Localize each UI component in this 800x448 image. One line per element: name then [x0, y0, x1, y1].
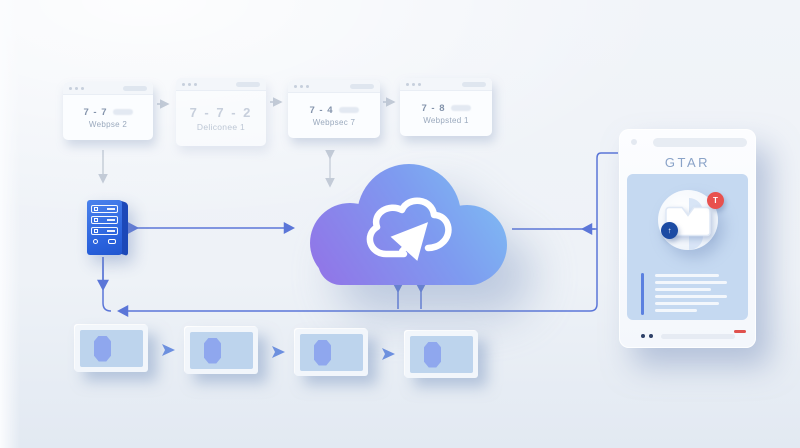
card-name: Webpsted 1 [423, 115, 469, 125]
card-name: Webpse 2 [88, 119, 128, 129]
cloud-icon [310, 164, 507, 285]
card-number: 7 - 8 [421, 102, 446, 114]
nav-dot [649, 334, 653, 338]
hexagon-icon [314, 339, 331, 366]
port-icon [108, 239, 116, 244]
address-pill [236, 81, 260, 87]
window-dots-icon [182, 82, 197, 86]
server-rack-row [91, 227, 118, 235]
asset-card-4 [405, 331, 478, 378]
camera-icon [631, 139, 637, 145]
arrow-bcard3-to-bcard4 [382, 348, 395, 360]
window-dots-icon [69, 86, 84, 90]
asset-card-2 [185, 327, 258, 374]
card-name: Deliconee 1 [196, 122, 246, 132]
line-server-to-bus [102, 257, 112, 312]
value-pill [338, 107, 359, 113]
app-title: GTAR [664, 155, 711, 170]
card-name: Webpsec 7 [312, 117, 356, 127]
arrow-bcard1-to-bcard2 [162, 344, 175, 356]
accent-bar [641, 273, 644, 315]
card-number: 7 - 7 - 2 [189, 105, 253, 120]
card-number: 7 - 4 [309, 104, 334, 116]
upload-badge: ↑ [661, 222, 678, 239]
card-number: 7 - 7 [83, 106, 108, 118]
address-pill [123, 85, 147, 91]
speaker-bar [653, 138, 747, 147]
browser-card-3: 7 - 4 Webpsec 7 [288, 80, 380, 138]
home-bar [661, 334, 735, 339]
server-rack-row [91, 205, 118, 213]
asset-card-1 [75, 325, 148, 372]
hexagon-icon [204, 337, 221, 364]
window-dots-icon [406, 82, 421, 86]
browser-card-titlebar [63, 82, 153, 95]
browser-card-titlebar [288, 80, 380, 93]
hexagon-icon [94, 335, 111, 362]
up-arrow-icon: ↑ [667, 226, 672, 235]
notification-badge: T [707, 192, 724, 209]
browser-card-titlebar [400, 78, 492, 91]
server-side-face [121, 200, 128, 257]
browser-card-2: 7 - 7 - 2 Deliconee 1 [176, 78, 266, 146]
badge-label: T [713, 196, 718, 205]
cloud-upload-icon [366, 197, 452, 261]
phone-mockup: GTAR T ↑ [619, 129, 756, 348]
browser-card-1: 7 - 7 Webpse 2 [63, 82, 153, 140]
hexagon-icon [424, 341, 441, 368]
phone-screen: T ↑ [627, 174, 748, 320]
record-indicator [734, 330, 746, 333]
browser-card-titlebar [176, 78, 266, 91]
browser-card-4: 7 - 8 Webpsted 1 [400, 78, 492, 136]
server-footer [91, 238, 118, 245]
server-icon [87, 200, 128, 257]
nav-dot [641, 334, 645, 338]
value-pill [112, 109, 133, 115]
address-pill [462, 81, 486, 87]
line-phone-to-bus [117, 152, 618, 317]
power-icon [93, 239, 98, 244]
arrow-bcard2-to-bcard3 [272, 346, 285, 358]
value-pill [450, 105, 471, 111]
window-dots-icon [294, 84, 309, 88]
asset-card-3 [295, 329, 368, 376]
server-rack-row [91, 216, 118, 224]
address-pill [350, 83, 374, 89]
